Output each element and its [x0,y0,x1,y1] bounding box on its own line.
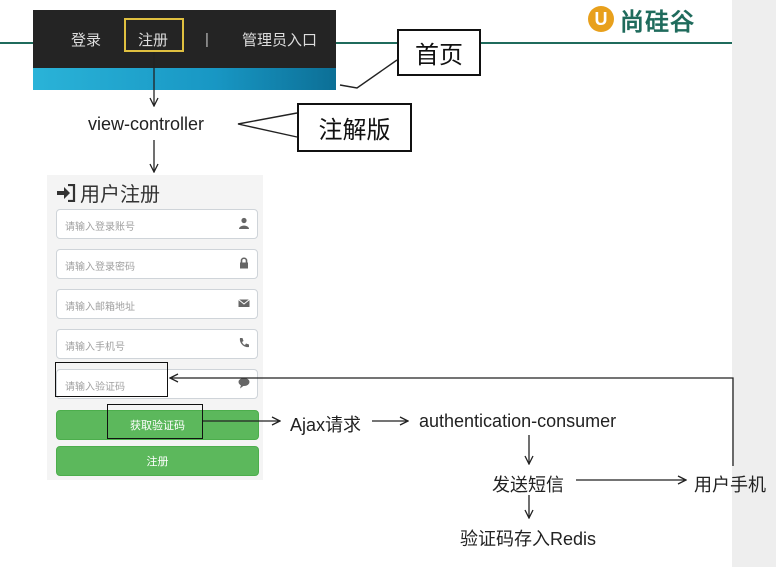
nav-register[interactable]: 注册 [138,31,169,49]
auth-consumer-node: authentication-consumer [419,411,617,431]
verification-code-placeholder: 请输入验证码 [65,382,125,393]
email-placeholder: 请输入邮箱地址 [65,302,135,313]
logo-mark-icon: U [588,6,614,32]
home-callout: 首页 [397,29,481,76]
top-divider-line [0,42,732,44]
get-code-button[interactable]: 获取验证码 [56,410,259,440]
get-code-button-label: 获取验证码 [130,420,185,432]
email-input[interactable]: 请输入邮箱地址 [56,289,258,319]
user-phone-node: 用户手机 [694,475,766,495]
form-title-text: 用户注册 [80,184,160,206]
arrow-phone-to-code-input [170,378,734,466]
register-button-label: 注册 [146,456,169,468]
home-callout-label: 首页 [415,42,463,69]
annotation-callout-pointer [237,112,298,138]
annotation-callout: 注解版 [297,103,412,152]
comment-icon [238,378,250,389]
envelope-icon [238,299,250,307]
sign-in-icon [57,183,76,202]
verification-code-highlight-box [55,362,168,397]
phone-input[interactable]: 请输入手机号 [56,329,258,359]
account-placeholder: 请输入登录账号 [65,222,135,233]
password-input[interactable]: 请输入登录密码 [56,249,258,279]
nav-separator: | [205,30,209,48]
annotation-callout-label: 注解版 [318,117,391,144]
user-icon [239,217,249,229]
logo-text: 尚硅谷 [620,8,695,36]
phone-placeholder: 请输入手机号 [65,342,125,353]
form-title: 用户注册 [56,178,160,207]
ajax-request-node: Ajax请求 [290,415,362,435]
register-highlight-box [124,18,184,52]
site-header: 登录 注册 | 管理员入口 [33,10,336,68]
right-scroll-area [732,0,776,567]
nav-admin-entry[interactable]: 管理员入口 [242,31,318,49]
account-input[interactable]: 请输入登录账号 [56,209,258,239]
password-placeholder: 请输入登录密码 [65,262,135,273]
nav-login[interactable]: 登录 [71,31,102,49]
view-controller-node: view-controller [88,114,205,134]
get-code-highlight-box [107,404,203,439]
verification-code-input[interactable]: 请输入验证码 [56,369,258,399]
send-sms-node: 发送短信 [492,475,564,495]
home-callout-pointer [339,59,398,89]
lock-icon [240,257,248,269]
brand-logo: U 尚硅谷 [588,2,728,36]
register-button[interactable]: 注册 [56,446,259,476]
phone-icon [239,338,249,348]
save-redis-node: 验证码存入Redis [460,529,597,549]
header-color-strip [33,68,336,90]
